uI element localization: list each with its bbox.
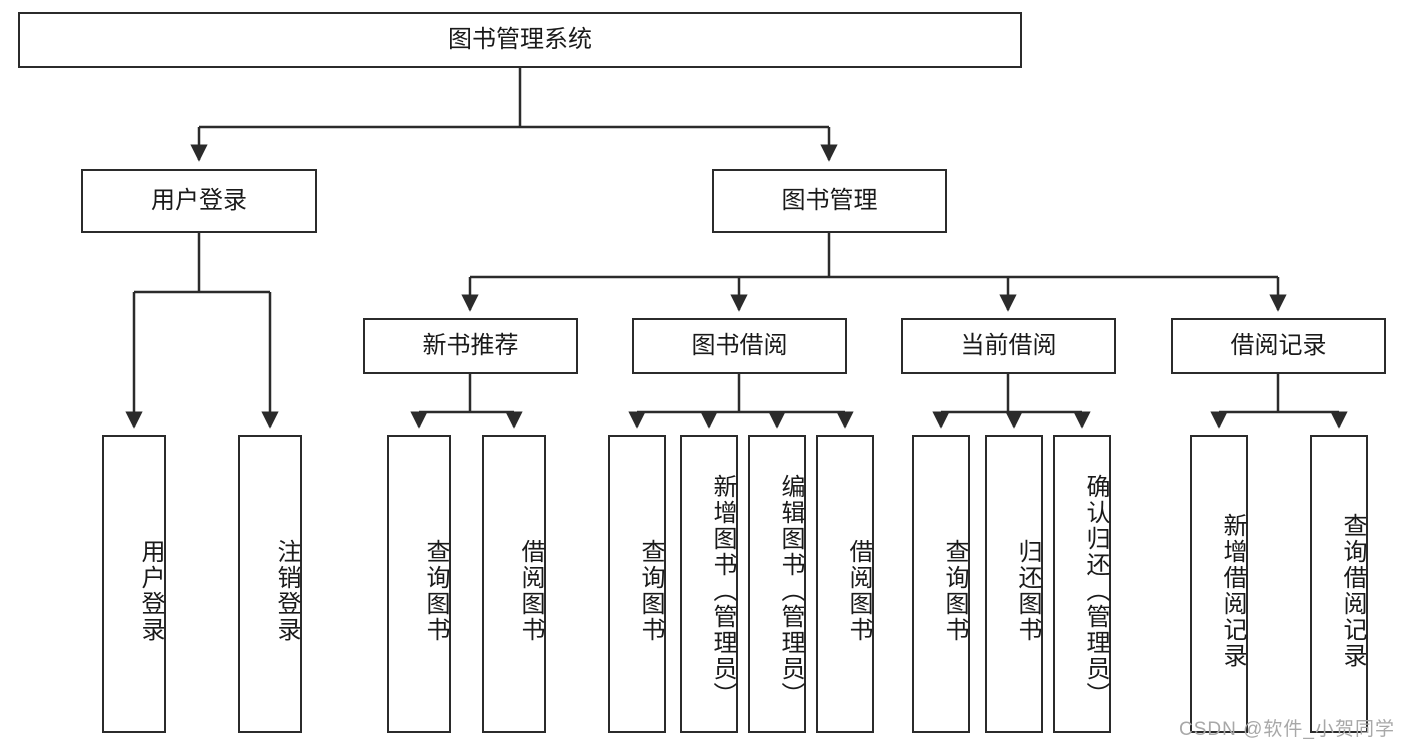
leaf-edit-book-admin-label: 编辑图书（管理员） xyxy=(777,474,804,708)
leaf-user-login-label: 用户登录 xyxy=(137,539,164,643)
node-current-borrow-label: 当前借阅 xyxy=(960,331,1057,359)
leaf-add-borrow-record-label: 新增借阅记录 xyxy=(1219,513,1246,669)
leaf-query-book-current[interactable]: 查询图书 xyxy=(912,435,970,733)
node-book-manage[interactable]: 图书管理 xyxy=(712,169,947,233)
leaf-borrow-book-recommend[interactable]: 借阅图书 xyxy=(482,435,546,733)
leaf-return-book[interactable]: 归还图书 xyxy=(985,435,1043,733)
leaf-edit-book-admin[interactable]: 编辑图书（管理员） xyxy=(748,435,806,733)
leaf-borrow-book-recommend-label: 借阅图书 xyxy=(517,539,544,643)
node-book-borrow-label: 图书借阅 xyxy=(691,331,788,359)
leaf-query-borrow-record-label: 查询借阅记录 xyxy=(1339,513,1366,669)
node-new-book-recommend[interactable]: 新书推荐 xyxy=(363,318,578,374)
leaf-query-book-borrow[interactable]: 查询图书 xyxy=(608,435,666,733)
node-current-borrow[interactable]: 当前借阅 xyxy=(901,318,1116,374)
leaf-query-book-recommend-label: 查询图书 xyxy=(422,539,449,643)
csdn-watermark: CSDN @软件_小贺同学 xyxy=(1179,719,1395,740)
node-book-manage-label: 图书管理 xyxy=(781,186,878,214)
leaf-user-login[interactable]: 用户登录 xyxy=(102,435,166,733)
leaf-query-book-current-label: 查询图书 xyxy=(941,539,968,643)
leaf-query-book-recommend[interactable]: 查询图书 xyxy=(387,435,451,733)
leaf-borrow-book[interactable]: 借阅图书 xyxy=(816,435,874,733)
leaf-logout-login-label: 注销登录 xyxy=(273,539,300,643)
leaf-add-book-admin-label: 新增图书（管理员） xyxy=(709,474,736,708)
node-borrow-record[interactable]: 借阅记录 xyxy=(1171,318,1386,374)
leaf-borrow-book-label: 借阅图书 xyxy=(845,539,872,643)
node-user-login-label: 用户登录 xyxy=(151,186,247,214)
leaf-confirm-return-admin[interactable]: 确认归还（管理员） xyxy=(1053,435,1111,733)
node-root[interactable]: 图书管理系统 xyxy=(18,12,1022,68)
leaf-add-book-admin[interactable]: 新增图书（管理员） xyxy=(680,435,738,733)
node-root-label: 图书管理系统 xyxy=(448,25,592,53)
node-book-borrow[interactable]: 图书借阅 xyxy=(632,318,847,374)
leaf-query-book-borrow-label: 查询图书 xyxy=(637,539,664,643)
leaf-return-book-label: 归还图书 xyxy=(1014,539,1041,643)
node-user-login[interactable]: 用户登录 xyxy=(81,169,317,233)
leaf-logout-login[interactable]: 注销登录 xyxy=(238,435,302,733)
node-new-book-recommend-label: 新书推荐 xyxy=(422,331,519,359)
leaf-confirm-return-admin-label: 确认归还（管理员） xyxy=(1082,474,1109,708)
node-borrow-record-label: 借阅记录 xyxy=(1230,331,1327,359)
leaf-query-borrow-record[interactable]: 查询借阅记录 xyxy=(1310,435,1368,733)
leaf-add-borrow-record[interactable]: 新增借阅记录 xyxy=(1190,435,1248,733)
